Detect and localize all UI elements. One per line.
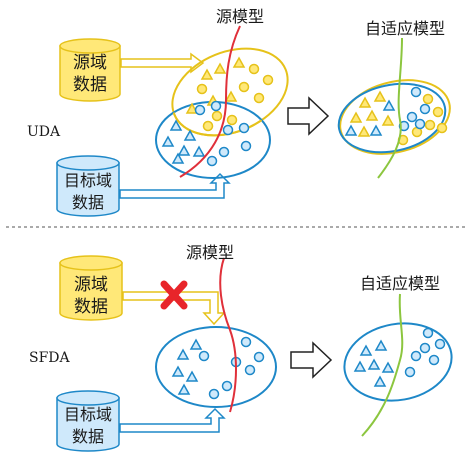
sfda-section: 源域 数据 目标域 数据 [29, 243, 453, 452]
sfda-target-domain-ellipse [155, 326, 277, 408]
sfda-target-data-line2: 数据 [72, 427, 104, 446]
uda-section: 源域 数据 目标域 数据 [27, 7, 451, 217]
uda-target-data-line2: 数据 [72, 193, 104, 212]
sfda-label: SFDA [29, 350, 71, 366]
uda-source-data-cylinder: 源域 数据 [59, 38, 121, 102]
uda-source-data-line2: 数据 [73, 75, 107, 95]
sfda-adapted-model-boundary [361, 293, 404, 437]
uda-adapted-domain [337, 79, 451, 155]
uda-source-samples [185, 56, 274, 132]
sfda-target-samples [171, 336, 265, 400]
uda-adapted-samples [344, 86, 448, 146]
sfda-adapted-domain-ellipse [343, 322, 453, 402]
sfda-adapted-model-label: 自适应模型 [360, 274, 440, 293]
uda-source-flow-arrow [120, 52, 205, 74]
uda-source-data-line1: 源域 [73, 53, 107, 73]
sfda-target-data-cylinder: 目标域 数据 [56, 390, 120, 452]
sfda-source-model-boundary [219, 257, 237, 413]
uda-adaptation-arrow [287, 96, 330, 136]
red-cross-icon [160, 280, 188, 310]
sfda-source-data-line1: 源域 [74, 275, 108, 295]
sfda-source-data-cylinder: 源域 数据 [59, 255, 123, 321]
uda-target-data-line1: 目标域 [64, 171, 112, 190]
uda-source-model-boundary [179, 25, 241, 178]
sfda-target-data-line1: 目标域 [64, 405, 112, 424]
uda-label: UDA [27, 124, 61, 140]
sfda-adaptation-arrow [290, 341, 333, 379]
uda-target-flow-arrow [119, 172, 231, 199]
sfda-source-model-label: 源模型 [186, 243, 234, 262]
uda-source-model-label: 源模型 [216, 7, 264, 26]
sfda-source-data-line2: 数据 [74, 297, 108, 317]
uda-target-data-cylinder: 目标域 数据 [56, 155, 120, 217]
sfda-adapted-samples [353, 327, 446, 387]
uda-adapted-model-label: 自适应模型 [365, 19, 445, 38]
uda-adapted-model-boundary [377, 37, 403, 179]
uda-target-samples [161, 100, 252, 167]
sfda-target-flow-arrow [119, 407, 226, 433]
